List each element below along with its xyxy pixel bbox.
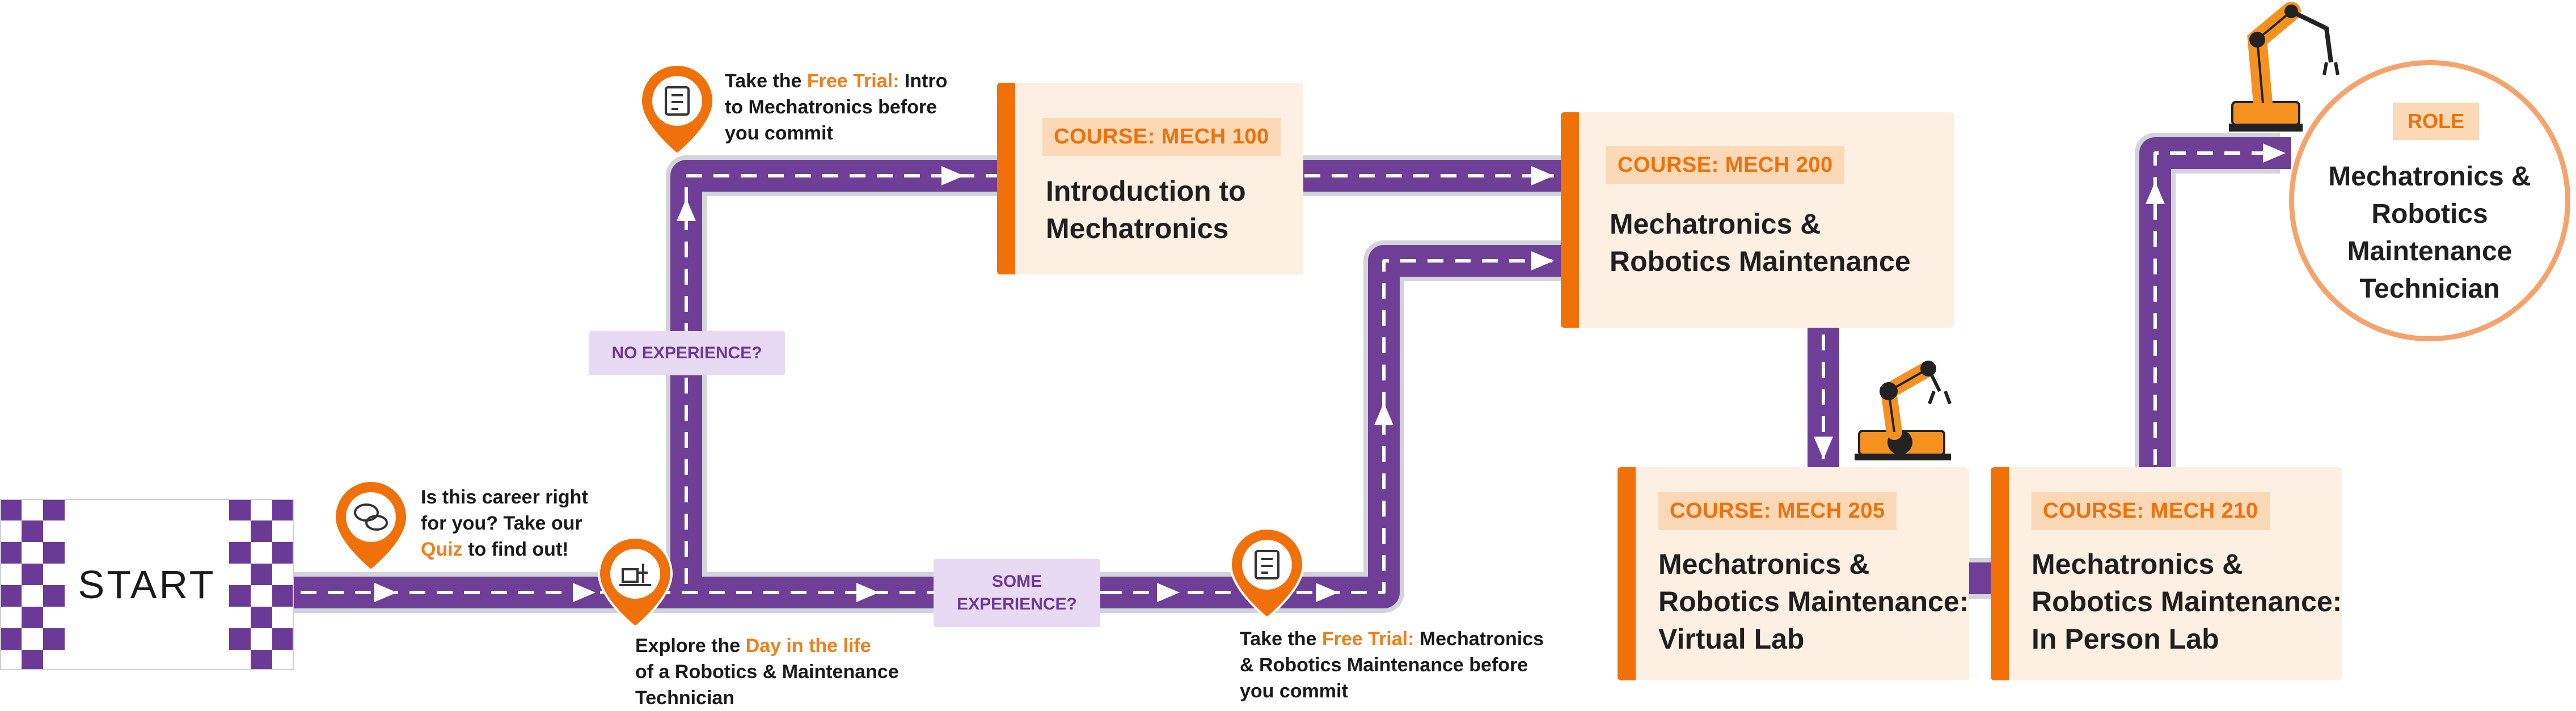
arrow-up-1: [677, 198, 696, 221]
no-experience-label[interactable]: NO EXPERIENCE?: [589, 331, 785, 375]
quiz-chat-icon: [354, 503, 388, 531]
course-card-mech200[interactable]: COURSE: MECH 200 Mechatronics & Robotics…: [1561, 112, 1954, 328]
pin-mech-suffix: Mechatronics: [1414, 628, 1544, 650]
course-title: Mechatronics & Robotics Maintenance: Vir…: [1658, 545, 1969, 658]
pin-mech-prefix: Take the: [1240, 628, 1322, 650]
course-title-line2: Robotics Maintenance: [1610, 246, 1911, 277]
pin-quiz-line3: Quiz to find out!: [421, 536, 608, 562]
day-in-life-icon: [619, 564, 651, 586]
robot-arm-icon: [2229, 2, 2339, 132]
pin-mech-line2: & Robotics Maintenance before: [1240, 654, 1528, 676]
course-badge: COURSE: MECH 210: [2032, 492, 2270, 530]
pin-quiz-text[interactable]: Is this career right for you? Take our Q…: [421, 484, 608, 562]
role-title-line4: Technician: [2359, 274, 2500, 304]
role-title: Mechatronics & Robotics Maintenance Tech…: [2305, 158, 2554, 308]
arrow-down-1: [1814, 437, 1833, 459]
arrow-right-5: [1316, 583, 1338, 602]
arrow-right-6: [941, 166, 964, 185]
arrow-right-3: [856, 583, 879, 602]
arrow-right-4: [1157, 583, 1180, 602]
pin-intro-prefix: Take the: [725, 70, 807, 92]
pin-day-in-life-text[interactable]: Explore the Day in the life of a Robotic…: [635, 633, 930, 711]
course-title-line3: In Person Lab: [2032, 623, 2219, 655]
free-trial-document-icon: [1255, 550, 1279, 579]
some-experience-line1: SOME: [991, 572, 1042, 591]
course-title-line2: Robotics Maintenance:: [2032, 586, 2342, 617]
course-title-line2: Mechatronics: [1046, 213, 1229, 244]
pin-day-line2: of a Robotics & Maintenance: [635, 661, 899, 683]
course-title-line1: Mechatronics &: [2032, 548, 2243, 580]
role-title-line3: Maintenance: [2347, 236, 2512, 266]
role-title-line1: Mechatronics &: [2328, 162, 2531, 192]
pin-quiz-line3-rest: to find out!: [462, 539, 569, 560]
course-card-mech100[interactable]: COURSE: MECH 100 Introduction to Mechatr…: [997, 83, 1303, 274]
course-title: Mechatronics & Robotics Maintenance: In …: [2032, 545, 2342, 658]
pin-quiz-line1: Is this career right: [421, 486, 588, 508]
quiz-link[interactable]: Quiz: [421, 539, 463, 560]
course-title-line2: Robotics Maintenance:: [1658, 586, 1969, 617]
role-title-line2: Robotics: [2371, 199, 2488, 229]
arrow-right-7: [1531, 166, 1554, 185]
free-trial-document-icon: [665, 86, 690, 116]
course-badge: COURSE: MECH 100: [1042, 118, 1281, 156]
arrow-right-2: [573, 583, 596, 602]
role-badge: ROLE: [2393, 103, 2480, 140]
course-title-line3: Virtual Lab: [1658, 623, 1805, 655]
pin-free-trial-intro-text[interactable]: Take the Free Trial: Intro to Mechatroni…: [725, 68, 963, 146]
pin-day-in-life: [597, 536, 673, 629]
course-title: Introduction to Mechatronics: [1046, 172, 1246, 247]
free-trial-mech-link[interactable]: Free Trial:: [1321, 628, 1414, 650]
arrow-right-8: [1531, 251, 1554, 270]
start-box: START: [0, 499, 294, 670]
pin-day-line3: Technician: [635, 687, 735, 709]
pin-free-trial-intro: [639, 63, 715, 156]
arrow-up-2: [1374, 403, 1393, 425]
pin-day-prefix: Explore the: [635, 635, 746, 657]
free-trial-intro-link[interactable]: Free Trial:: [806, 70, 900, 92]
pin-intro-line3: you commit: [725, 122, 833, 144]
course-title-line1: Introduction to: [1046, 175, 1246, 207]
start-label: START: [78, 562, 216, 607]
start-checker-right: [229, 499, 294, 670]
pin-mech-line3: you commit: [1240, 680, 1348, 702]
course-title-line1: Mechatronics &: [1658, 548, 1870, 580]
arrow-up-3: [2146, 181, 2165, 204]
pin-quiz-line2: for you? Take our: [421, 513, 582, 534]
course-badge: COURSE: MECH 200: [1606, 146, 1844, 184]
pin-intro-line1: Take the Free Trial: Intro: [725, 68, 963, 94]
pin-quiz: [333, 479, 409, 572]
pin-day-line1: Explore the Day in the life: [635, 633, 930, 659]
pin-mech-line1: Take the Free Trial: Mechatronics: [1240, 626, 1557, 652]
pin-free-trial-mech: [1229, 527, 1305, 620]
road-no-experience: [670, 160, 1015, 592]
some-experience-line2: EXPERIENCE?: [957, 595, 1077, 613]
course-title: Mechatronics & Robotics Maintenance: [1610, 205, 1911, 280]
course-title-line1: Mechatronics &: [1610, 208, 1821, 240]
pin-intro-line2: to Mechatronics before: [725, 96, 938, 118]
arrow-right-1: [374, 583, 397, 602]
robot-arm-icon: [1855, 361, 1952, 460]
start-checker-left: [0, 499, 65, 670]
course-card-mech210[interactable]: COURSE: MECH 210 Mechatronics & Robotics…: [1991, 467, 2342, 680]
role-circle[interactable]: ROLE Mechatronics & Robotics Maintenance…: [2289, 60, 2570, 341]
pin-intro-suffix: Intro: [899, 70, 948, 92]
some-experience-label[interactable]: SOME EXPERIENCE?: [934, 559, 1100, 627]
course-card-mech205[interactable]: COURSE: MECH 205 Mechatronics & Robotics…: [1618, 467, 1969, 680]
pin-free-trial-mech-text[interactable]: Take the Free Trial: Mechatronics & Robo…: [1240, 626, 1557, 704]
course-badge: COURSE: MECH 205: [1658, 492, 1897, 530]
day-in-life-link[interactable]: Day in the life: [745, 635, 871, 657]
arrow-right-9: [2263, 143, 2286, 163]
road-some-experience: [1100, 245, 1565, 608]
